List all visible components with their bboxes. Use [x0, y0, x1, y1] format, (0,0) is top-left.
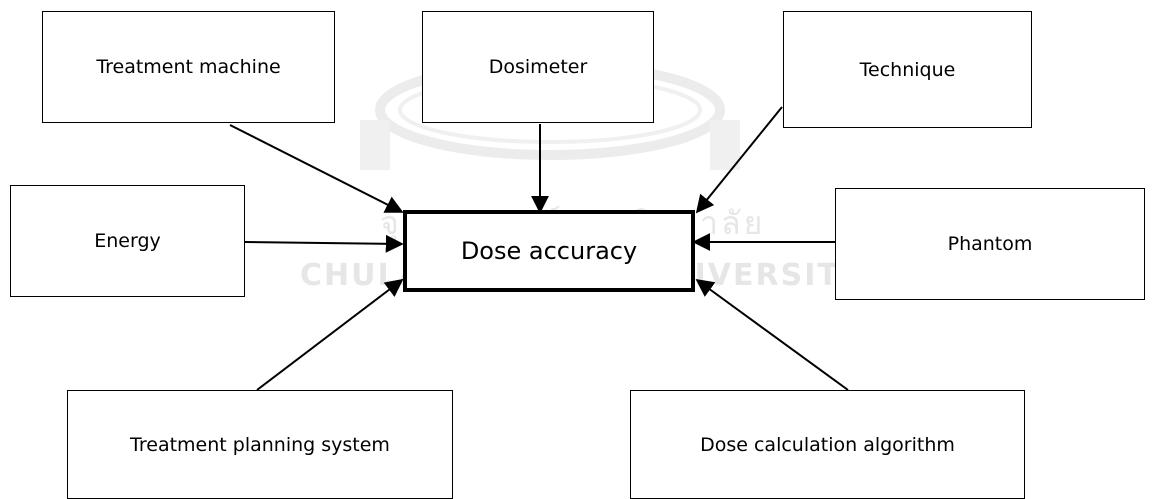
treatment-machine-label: Treatment machine — [96, 56, 281, 78]
energy-box: Energy — [10, 185, 245, 297]
technique-label: Technique — [859, 58, 956, 81]
dosimeter-label: Dosimeter — [488, 56, 588, 78]
arrow-dose-calculation-algorithm — [695, 278, 849, 391]
treatment-planning-system-box: Treatment planning system — [67, 390, 453, 499]
arrow-technique — [695, 106, 783, 214]
dose-calculation-algorithm-box: Dose calculation algorithm — [630, 390, 1025, 499]
arrow-treatment-machine — [229, 124, 404, 213]
phantom-label: Phantom — [947, 233, 1033, 255]
energy-label: Energy — [94, 230, 161, 252]
technique-box: Technique — [783, 11, 1032, 128]
dose-accuracy-box: Dose accuracy — [403, 210, 695, 292]
arrow-treatment-planning-system — [256, 278, 404, 391]
dose-calculation-algorithm-label: Dose calculation algorithm — [700, 433, 955, 456]
dose-accuracy-label: Dose accuracy — [460, 237, 638, 265]
dosimeter-box: Dosimeter — [422, 11, 654, 123]
treatment-machine-box: Treatment machine — [42, 11, 335, 123]
phantom-box: Phantom — [835, 188, 1145, 300]
arrow-energy — [244, 234, 404, 253]
treatment-planning-system-label: Treatment planning system — [130, 433, 390, 456]
